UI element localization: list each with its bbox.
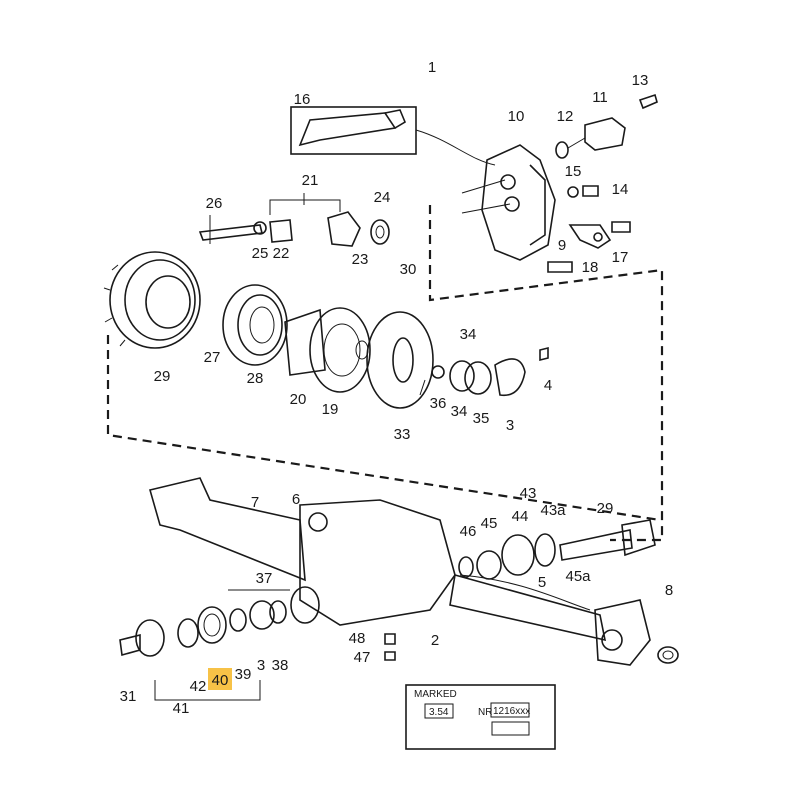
part-number-labels: 1 16 10 12 11 13 15 14 9 17 18 21 24 26 … [120,59,674,717]
label-21: 21 [302,172,319,189]
label-7: 7 [251,494,259,511]
highlighted-part-40[interactable]: 40 [208,668,232,690]
label-28: 28 [247,370,264,387]
label-42: 42 [190,678,207,695]
label-48: 48 [349,630,366,647]
pinion-shaft-and-gears [198,211,390,247]
label-8: 8 [665,582,673,599]
label-22: 22 [273,245,290,262]
plug-bolt [567,185,599,198]
label-26: 26 [206,195,223,212]
label-15: 15 [565,163,582,180]
label-41: 41 [173,700,190,717]
label-3-bottom: 3 [257,657,265,674]
label-24: 24 [374,189,391,206]
label-5: 5 [538,574,546,591]
carrier-bearing-and-cap [431,346,549,397]
label-20: 20 [290,391,307,408]
label-19: 19 [322,401,339,418]
label-3-top: 3 [506,417,514,434]
plate-title: MARKED [414,689,457,700]
label-13: 13 [632,72,649,89]
label-14: 14 [612,181,629,198]
speedometer-gear [222,284,288,366]
label-18: 18 [582,259,599,276]
label-36: 36 [430,395,447,412]
label-37: 37 [256,570,273,587]
plate-nr-label: NR [478,707,492,718]
rear-cover [461,144,556,261]
label-16: 16 [294,91,311,108]
label-46: 46 [460,523,477,540]
label-34-bottom: 34 [451,403,468,420]
plate-ratio-value: 3.54 [429,707,449,718]
label-4: 4 [544,377,552,394]
axle-shaft-end-parts [119,600,287,657]
label-23: 23 [352,251,369,268]
label-43: 43 [520,485,537,502]
label-1: 1 [428,59,436,76]
label-31: 31 [120,688,137,705]
label-34-top: 34 [460,326,477,343]
label-38: 38 [272,657,289,674]
label-9: 9 [558,237,566,254]
label-29-pinion: 29 [597,500,614,517]
ring-gear [103,251,201,349]
label-47: 47 [354,649,371,666]
label-39: 39 [235,666,252,683]
pinion-bearings [458,519,656,580]
leader-lines [154,193,426,701]
highlight-marker [208,668,232,690]
axle-housing [149,477,651,666]
label-35: 35 [473,410,490,427]
bracket-bolts [547,221,631,273]
label-33: 33 [394,426,411,443]
label-12: 12 [557,108,574,125]
label-45a: 45a [565,568,591,585]
label-11: 11 [592,89,608,106]
washers [384,633,679,664]
label-6: 6 [292,491,300,508]
plate-nr-value: 1216xxx [493,706,530,717]
label-45: 45 [481,515,498,532]
label-17: 17 [612,249,629,266]
label-29-ring-gear: 29 [154,368,171,385]
differential-case [284,307,371,393]
label-10: 10 [508,108,525,125]
breather-assembly [555,93,658,159]
label-27: 27 [204,349,221,366]
sealant-tube [290,106,417,155]
label-30: 30 [400,261,417,278]
label-2: 2 [431,632,439,649]
label-43a: 43a [540,502,566,519]
baffle-plate [366,311,434,409]
label-25: 25 [252,245,269,262]
label-44: 44 [512,508,529,525]
identification-plate: MARKED 3.54 NR 1216xxx [405,684,556,750]
label-40: 40 [212,672,229,689]
